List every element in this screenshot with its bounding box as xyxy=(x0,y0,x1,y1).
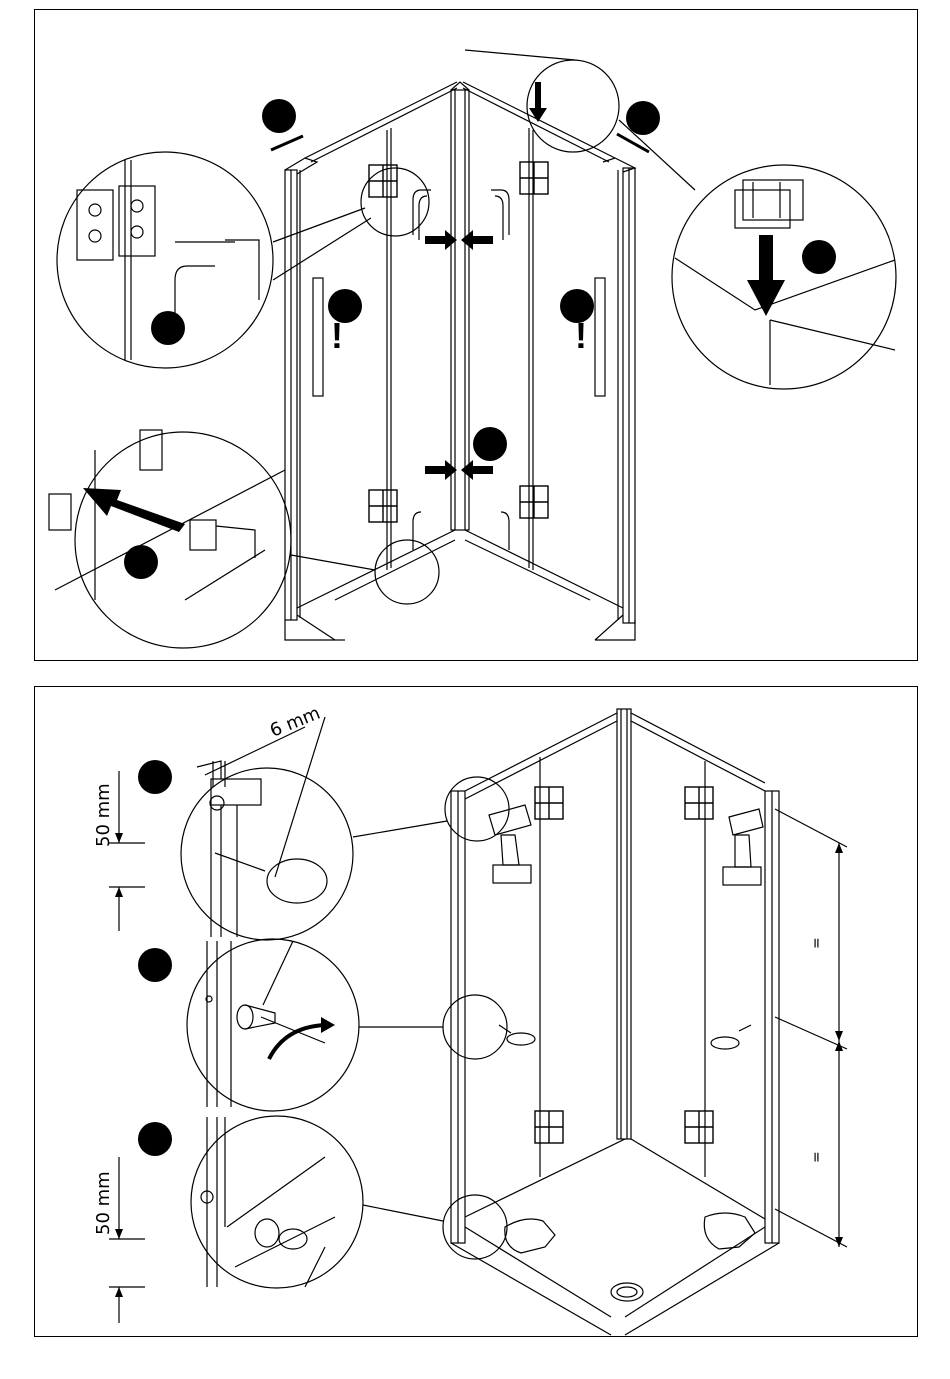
step-marker xyxy=(138,760,172,794)
magnifier-callouts xyxy=(181,768,509,1288)
dimension-arrowhead xyxy=(115,887,123,897)
step-marker xyxy=(151,311,185,345)
clip-detail-drawing xyxy=(675,180,895,385)
hinge-plates xyxy=(369,162,548,522)
push-arrow-icon xyxy=(83,488,185,532)
hinge-plates xyxy=(535,787,713,1143)
warning-symbol-left: ! xyxy=(331,315,343,356)
double-arrow-icon xyxy=(271,134,649,152)
push-arrow-icon xyxy=(747,235,785,316)
step-marker xyxy=(138,948,172,982)
height-dimension-label-top: 50 mm xyxy=(93,783,114,847)
callout-drill-detail xyxy=(181,768,353,940)
step-marker xyxy=(473,427,507,461)
screwdriver-icon xyxy=(499,1025,751,1049)
equal-spacing-mark-lower: = xyxy=(809,1151,825,1163)
step-marker xyxy=(802,240,836,274)
step-marker xyxy=(262,99,296,133)
dimension-arrowhead xyxy=(115,833,123,843)
cap-detail-drawing xyxy=(201,1117,335,1287)
rotate-arrow-icon xyxy=(321,1017,335,1033)
warning-symbol-right: ! xyxy=(575,315,587,356)
screw-detail-drawing xyxy=(206,941,325,1107)
assembly-step-panel-top: ! ! xyxy=(34,9,918,661)
step-marker xyxy=(124,545,158,579)
dimension-arrowhead xyxy=(115,1229,123,1239)
drill-icon xyxy=(489,805,763,885)
offset-dimension-label: 6 mm xyxy=(267,703,323,742)
enclosure-frame-bottom xyxy=(451,709,779,1335)
callout-bottom-clip xyxy=(75,432,291,648)
rotate-arrow-icon xyxy=(269,1025,325,1059)
bottom-panel-drawing: 6 mm 50 mm 50 mm = = xyxy=(35,687,919,1338)
equal-spacing-mark-upper: = xyxy=(809,937,825,949)
hand-icon xyxy=(505,1213,755,1253)
dimension-arrowhead xyxy=(115,1287,123,1297)
top-panel-drawing: ! ! xyxy=(35,10,919,662)
step-marker xyxy=(626,101,660,135)
step-marker xyxy=(138,1122,172,1156)
callout-clip-detail xyxy=(672,165,896,389)
height-dimension-label-bottom: 50 mm xyxy=(93,1171,114,1235)
drill-detail-drawing xyxy=(197,717,327,937)
dimension-lines xyxy=(109,727,847,1323)
enclosure-frame-top xyxy=(285,82,635,640)
assembly-step-panel-bottom: 6 mm 50 mm 50 mm = = xyxy=(34,686,918,1337)
